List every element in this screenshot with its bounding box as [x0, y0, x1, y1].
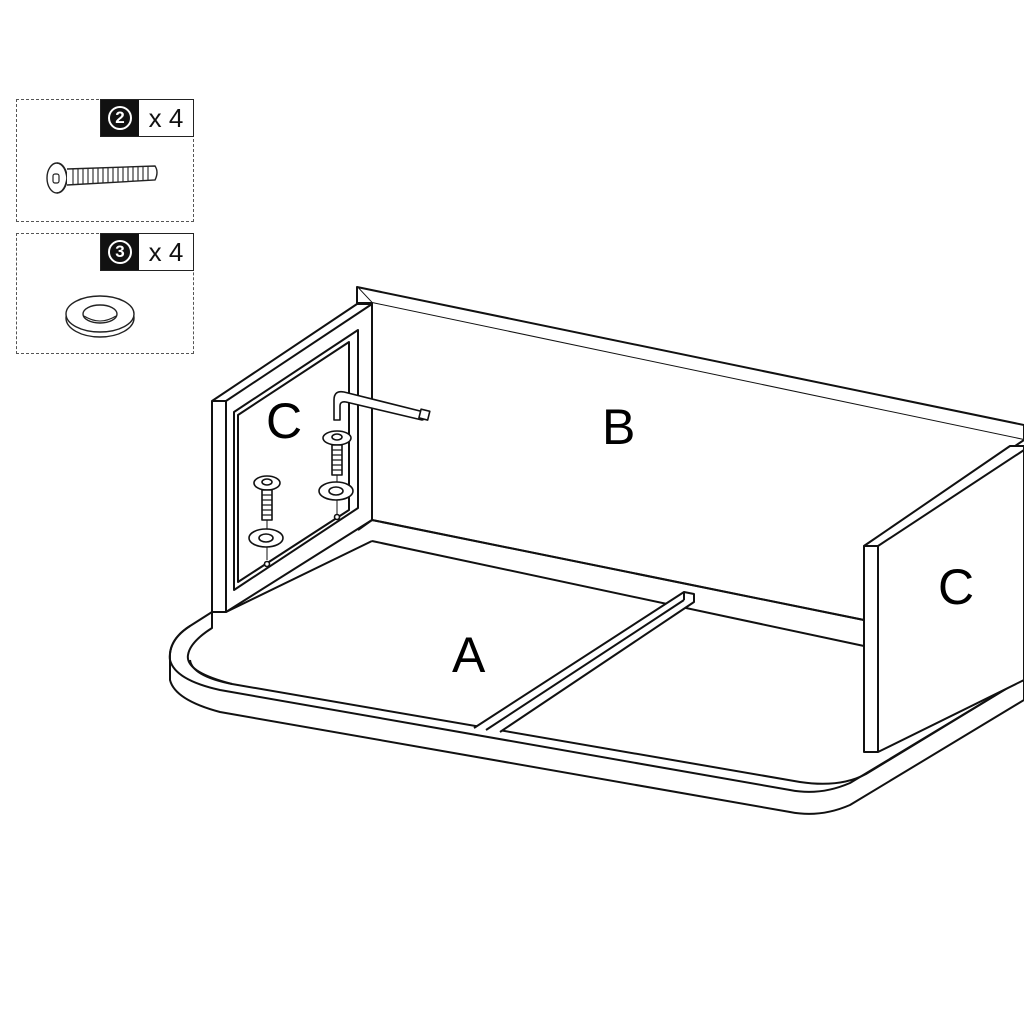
- parts-box-bolt: 2 x 4: [16, 99, 194, 222]
- bolt-with-washer-lower: [248, 475, 284, 568]
- label-panel-a: A: [452, 627, 486, 683]
- left-side-panel-c: [211, 303, 373, 613]
- quantity-tag: 3 x 4: [100, 233, 194, 271]
- washer-icon: [65, 295, 135, 338]
- label-panel-b: B: [602, 399, 636, 455]
- right-side-panel-c: [863, 445, 1024, 753]
- allen-key-icon: [333, 390, 431, 421]
- part-number-badge: 3: [101, 234, 139, 270]
- parts-box-washer: 3 x 4: [16, 233, 194, 354]
- back-panel-b: [356, 286, 1024, 621]
- back-bottom-rail: [357, 519, 865, 647]
- label-panel-c-right: C: [938, 559, 975, 615]
- quantity-count: x 4: [139, 234, 193, 270]
- label-panel-c-left: C: [266, 393, 303, 449]
- base-panel-a: [168, 540, 1024, 815]
- quantity-count: x 4: [139, 100, 193, 136]
- bolt-icon: [46, 162, 158, 194]
- center-support-rail: [473, 591, 695, 733]
- bolt-with-washer-upper: [318, 430, 354, 521]
- part-number-badge: 2: [101, 100, 139, 136]
- quantity-tag: 2 x 4: [100, 99, 194, 137]
